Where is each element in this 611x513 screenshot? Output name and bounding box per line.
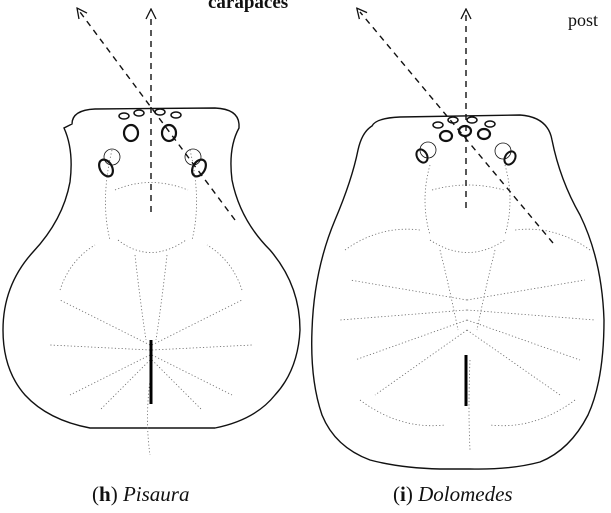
carapace-dolomedes bbox=[312, 115, 604, 469]
arrow-diagonal-dolomedes bbox=[360, 12, 553, 243]
caption-pisaura: (h) Pisaura bbox=[92, 482, 189, 507]
figure-heading: carapaces bbox=[208, 0, 288, 13]
caption-dolomedes: (i) Dolomedes bbox=[393, 482, 513, 507]
direction-arrows bbox=[80, 12, 553, 243]
panel-letter-h: h bbox=[99, 482, 111, 506]
carapace-pisaura bbox=[3, 108, 300, 455]
arrow-diagonal-pisaura bbox=[80, 12, 235, 220]
carapace-outline-dolomedes bbox=[312, 115, 604, 469]
internal-markings-dolomedes bbox=[340, 165, 595, 450]
panel-letter-i: i bbox=[400, 482, 406, 506]
genus-name-pisaura: Pisaura bbox=[123, 482, 190, 506]
genus-name-dolomedes: Dolomedes bbox=[418, 482, 512, 506]
eye-cluster-pisaura bbox=[96, 109, 208, 179]
right-edge-label: post bbox=[568, 10, 598, 30]
